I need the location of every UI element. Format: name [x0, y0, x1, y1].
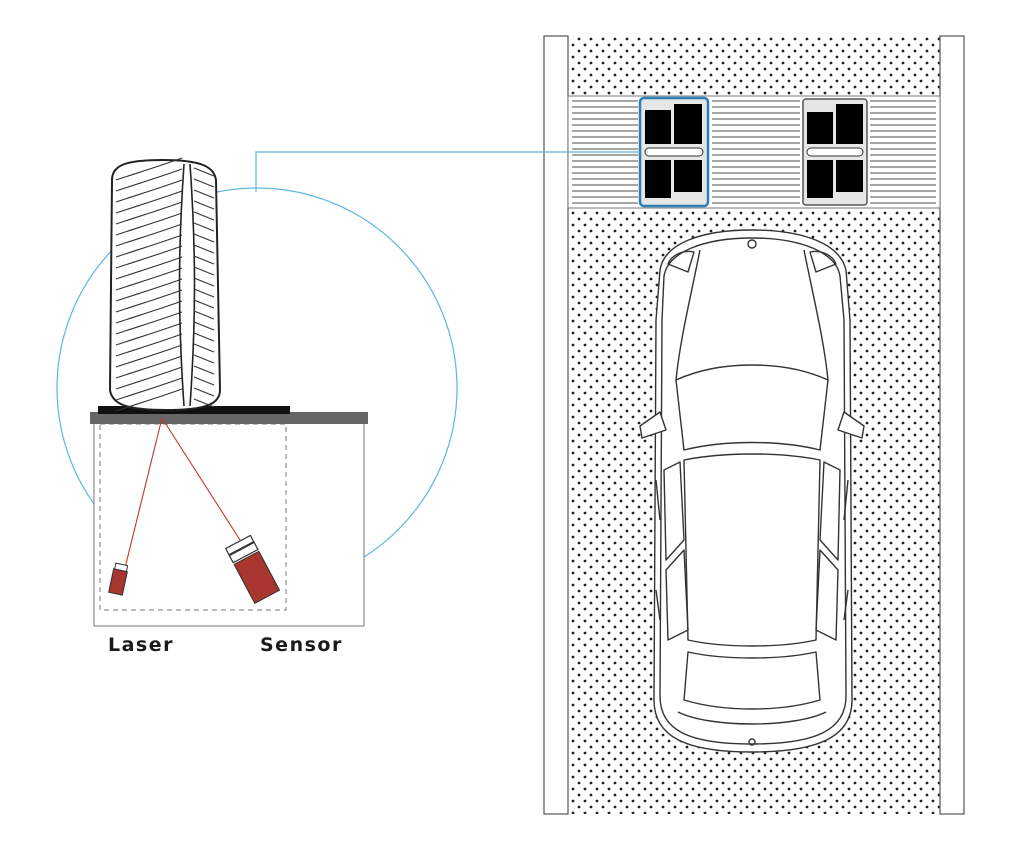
- tread-groove: [193, 255, 215, 265]
- tread-groove: [193, 167, 215, 177]
- tread-groove: [193, 233, 215, 243]
- tread-groove: [193, 222, 215, 232]
- laser-emitter-icon: [108, 562, 129, 596]
- tread-groove: [115, 234, 183, 258]
- tread-groove: [115, 179, 183, 203]
- tread-groove: [193, 310, 215, 320]
- tread-groove: [115, 355, 183, 379]
- scanner-plate: [98, 406, 290, 414]
- tread-groove: [193, 365, 215, 375]
- lane-top-view: [543, 35, 965, 815]
- scanner-unit-left: [638, 96, 710, 208]
- tread-groove: [193, 376, 215, 386]
- tread-groove: [115, 223, 183, 247]
- sensor-label: Sensor: [260, 634, 343, 656]
- tread-groove: [115, 366, 183, 390]
- tread-groove: [115, 267, 183, 291]
- tread-groove: [193, 354, 215, 364]
- tread-groove: [115, 190, 183, 214]
- tread-groove: [115, 289, 183, 313]
- tread-groove: [193, 321, 215, 331]
- car-top-view-icon: [639, 229, 865, 753]
- tread-groove: [193, 387, 215, 397]
- tread-groove: [115, 201, 183, 225]
- tread-groove: [193, 211, 215, 221]
- tread-groove: [193, 332, 215, 342]
- tread-groove: [193, 266, 215, 276]
- tread-groove: [193, 200, 215, 210]
- tread-groove: [193, 299, 215, 309]
- tread-groove: [193, 178, 215, 188]
- scanner-unit-right: [802, 98, 868, 206]
- tread-groove: [115, 333, 183, 357]
- laser-beam-reflected: [161, 417, 241, 541]
- scanner-grate-strip: [567, 95, 941, 209]
- lane-right-curb: [939, 35, 965, 815]
- tread-groove: [115, 311, 183, 335]
- tire-icon: [108, 157, 222, 412]
- tread-groove: [115, 344, 183, 368]
- tread-groove: [193, 398, 215, 408]
- tread-groove: [193, 189, 215, 199]
- tread-groove: [115, 322, 183, 346]
- tread-groove: [115, 212, 183, 236]
- lane-left-curb: [543, 35, 569, 815]
- tread-groove: [193, 277, 215, 287]
- callout-line: [255, 151, 640, 192]
- road-surface: [90, 412, 368, 424]
- laser-label: Laser: [108, 634, 174, 656]
- tread-groove: [115, 300, 183, 324]
- tread-groove: [115, 278, 183, 302]
- tread-groove: [193, 288, 215, 298]
- zoom-detail: Laser Sensor: [56, 151, 640, 656]
- tread-groove: [115, 157, 183, 181]
- tread-groove: [193, 343, 215, 353]
- laser-beam-incident: [123, 417, 163, 573]
- tread-groove: [193, 244, 215, 254]
- tread-groove: [115, 388, 183, 412]
- tread-groove: [115, 168, 183, 192]
- tread-groove: [115, 377, 183, 401]
- tread-groove: [115, 245, 183, 269]
- tread-groove: [115, 256, 183, 280]
- sensor-icon: [224, 534, 281, 604]
